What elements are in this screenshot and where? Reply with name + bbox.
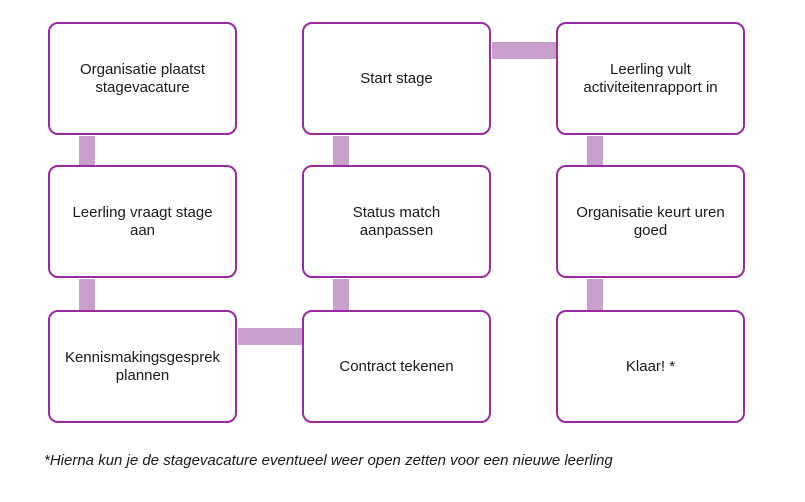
step-box-organisatie-plaatst-stagevacature: Organisatie plaatst stagevacature	[48, 22, 237, 135]
connector-s2-s3	[79, 279, 95, 311]
step-label: Kennismakingsgesprek plannen	[64, 348, 221, 384]
step-label: Organisatie plaatst stagevacature	[79, 60, 206, 96]
step-box-organisatie-keurt-uren-goed: Organisatie keurt uren goed	[556, 165, 745, 278]
step-label: Leerling vult activiteitenrapport in	[583, 60, 718, 96]
connector-s1-s2	[79, 136, 95, 166]
footnote: *Hierna kun je de stagevacature eventuee…	[44, 452, 613, 469]
step-box-status-match-aanpassen: Status match aanpassen	[302, 165, 491, 278]
step-box-start-stage: Start stage	[302, 22, 491, 135]
connector-s5-s6	[333, 136, 349, 166]
step-label: Contract tekenen	[339, 357, 454, 375]
step-label: Leerling vraagt stage aan	[72, 203, 213, 239]
connector-s3-s4	[238, 328, 304, 345]
step-box-leerling-vult-activiteitenrapport-in: Leerling vult activiteitenrapport in	[556, 22, 745, 135]
connector-s4-s5	[333, 279, 349, 311]
step-box-klaar: Klaar! *	[556, 310, 745, 423]
step-box-contract-tekenen: Contract tekenen	[302, 310, 491, 423]
step-box-leerling-vraagt-stage-aan: Leerling vraagt stage aan	[48, 165, 237, 278]
connector-s7-s8	[587, 136, 603, 166]
step-label: Klaar! *	[625, 357, 676, 375]
step-label: Start stage	[360, 69, 433, 87]
connector-s8-s9	[587, 279, 603, 311]
step-label: Status match aanpassen	[352, 203, 441, 239]
step-box-kennismakingsgesprek-plannen: Kennismakingsgesprek plannen	[48, 310, 237, 423]
step-label: Organisatie keurt uren goed	[576, 203, 725, 239]
connector-s6-s7	[492, 42, 558, 59]
